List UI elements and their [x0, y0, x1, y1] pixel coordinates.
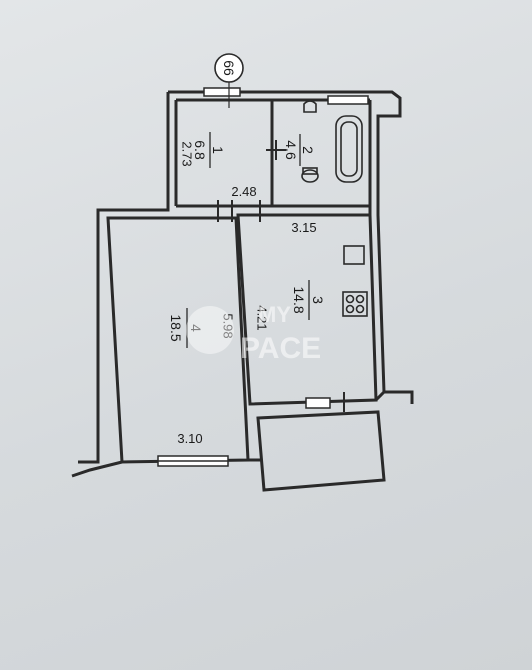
stove-burner-3 — [345, 304, 355, 314]
wall-bottom-left — [71, 460, 123, 478]
room-3-number: 3 — [310, 296, 326, 304]
corridor-width-dim: 2.48 — [231, 184, 256, 199]
stove-burner-4 — [355, 304, 365, 314]
kitchen-sink-icon — [343, 245, 365, 265]
axis-circle — [214, 53, 244, 83]
stove-burner-2 — [355, 294, 365, 304]
walls — [71, 90, 414, 492]
room-3-area: 14.8 — [291, 286, 307, 313]
kitchen-width-dim: 3.15 — [291, 220, 316, 235]
balcony — [256, 410, 386, 492]
watermark: MY PACE — [186, 302, 321, 365]
bathtub-inner — [340, 121, 358, 177]
stove-burner-1 — [345, 294, 355, 304]
room-4: 4 18.5 5.98 — [168, 308, 236, 348]
room-1-number: 1 — [210, 146, 226, 154]
room-1: 1 6.8 2.73 — [180, 132, 226, 168]
wall-right-ext — [376, 214, 414, 404]
room-2-number: 2 — [300, 146, 316, 154]
toilet-tank — [302, 167, 318, 175]
wall-joint — [374, 390, 386, 402]
stove-icon — [342, 291, 368, 317]
room4-width-dim: 3.10 — [177, 431, 202, 446]
watermark-logo-icon — [186, 306, 234, 354]
toilet-icon — [301, 169, 319, 183]
sink-icon — [303, 100, 317, 113]
room-3: 3 14.8 4.21 — [255, 280, 326, 331]
wall-top — [168, 90, 402, 215]
room-2: 2 4.6 — [283, 134, 316, 166]
window-room2 — [327, 95, 369, 105]
bathroom-fixtures — [301, 100, 363, 183]
doors — [217, 140, 345, 412]
window-room1 — [203, 87, 241, 97]
room-1-dim: 2.73 — [180, 141, 195, 166]
room-2-area: 4.6 — [283, 140, 299, 160]
bathtub-icon — [335, 115, 363, 183]
windows — [157, 87, 369, 467]
watermark-line2: PACE — [240, 332, 321, 365]
kitchen-fixtures — [342, 245, 368, 317]
room-1-area: 6.8 — [192, 140, 208, 160]
room-3-dim: 4.21 — [255, 305, 270, 330]
room-4-area: 18.5 — [168, 314, 184, 341]
window-room3 — [305, 397, 331, 409]
axis-marker: 66 — [214, 53, 244, 108]
axis-marker-label: 66 — [221, 60, 237, 76]
room-4-number: 4 — [188, 324, 204, 332]
room-4-dim: 5.98 — [221, 313, 236, 338]
watermark-line1: MY — [258, 302, 291, 327]
wall-left — [78, 92, 170, 464]
